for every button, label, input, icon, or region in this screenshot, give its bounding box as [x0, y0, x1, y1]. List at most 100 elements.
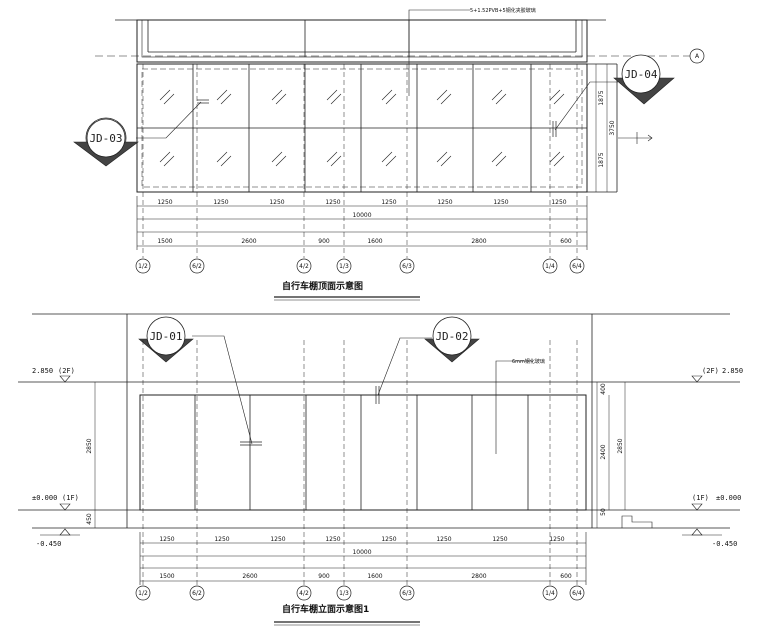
dim-text: 1250	[214, 536, 229, 543]
axis-label: 1/2	[138, 590, 148, 597]
glass-panel-dividers	[192, 64, 532, 192]
axis-bubble-label: A	[695, 53, 700, 60]
height-dim: 450	[86, 513, 93, 525]
dim-text: 1250	[436, 536, 451, 543]
callout-jd-02[interactable]: JD-02	[424, 316, 480, 363]
dim-text: 1250	[549, 536, 564, 543]
level-mid-right: ±0.000	[716, 494, 741, 502]
axis-label: 1/4	[545, 590, 555, 597]
axis-label: 1/2	[138, 263, 148, 270]
grid-dim-text: 900	[318, 238, 330, 245]
elevation-caption: 自行车棚立面示意图1	[282, 603, 369, 615]
axis-label: 6/3	[402, 590, 412, 597]
total-dim-text: 10000	[352, 549, 371, 556]
callout-label: JD-04	[624, 68, 657, 81]
note-leader	[408, 9, 470, 96]
grid-dim-text: 900	[318, 573, 330, 580]
level-top-right: 2.850	[722, 367, 743, 375]
callout-leader	[136, 101, 202, 139]
roof-axis-lines	[142, 64, 578, 258]
elevation-panel-dim-texts: 1250 1250 1250 1250 1250 1250 1250 1250 …	[159, 536, 572, 580]
side-dim: 3750	[609, 120, 616, 135]
callout-leader	[192, 335, 253, 445]
dim-text: 1250	[551, 199, 566, 206]
level-top-left: 2.850	[32, 367, 53, 375]
callout-label: JD-03	[89, 132, 122, 145]
axis-bubble-a: A	[689, 48, 705, 64]
glass-note: 5+1.52PVB+5钢化夹胶玻璃	[470, 7, 536, 14]
grid-dim-text: 2800	[471, 238, 486, 245]
dim-text: 1250	[213, 199, 228, 206]
elevation-axis-bubbles: 1/2 6/2 4/2 1/3 6/3 1/4 6/4	[135, 585, 585, 601]
callout-label: JD-02	[435, 330, 468, 343]
callout-label: JD-01	[149, 330, 182, 343]
callout-jd-01[interactable]: JD-01	[138, 316, 194, 363]
glass-hatch-marks	[159, 89, 565, 167]
axis-label: 6/4	[572, 590, 582, 597]
level-mid-left: ±0.000	[32, 494, 57, 502]
axis-label: 6/3	[402, 263, 412, 270]
callout-jd-03[interactable]: JD-03	[73, 117, 139, 167]
axis-label: 1/3	[339, 263, 349, 270]
dim-text: 1250	[493, 199, 508, 206]
height-dim: 50	[600, 508, 607, 516]
dim-text: 1250	[381, 199, 396, 206]
dim-text: 1250	[492, 536, 507, 543]
glass-note: 6mm钢化玻璃	[512, 358, 545, 365]
grid-dim-text: 1600	[367, 573, 382, 580]
axis-label: 1/3	[339, 590, 349, 597]
level-tag-top-left: (2F)	[58, 367, 75, 375]
height-dim: 2850	[86, 438, 93, 453]
roof-plan	[95, 9, 690, 193]
level-bot-left: -0.450	[36, 540, 61, 548]
side-dim: 1875	[598, 90, 605, 105]
dim-text: 1250	[437, 199, 452, 206]
callout-leader	[554, 81, 618, 131]
dim-text: 1250	[270, 536, 285, 543]
height-dim: 400	[600, 383, 607, 395]
height-dim: 2850	[617, 438, 624, 453]
level-markers: 2.850 (2F) (2F) 2.850 ±0.000 (1F) (1F) ±…	[32, 367, 743, 548]
grid-dim-text: 2600	[242, 573, 257, 580]
dim-text: 1250	[159, 536, 174, 543]
grid-dim-text: 1500	[159, 573, 174, 580]
grid-dim-text: 2800	[471, 573, 486, 580]
level-tag-top-right: (2F)	[702, 367, 719, 375]
level-bot-right: -0.450	[712, 540, 737, 548]
step-profile	[621, 515, 653, 528]
axis-label: 6/2	[192, 263, 202, 270]
elevation-panel-dividers	[194, 395, 529, 510]
elevation-dimensions	[139, 532, 587, 585]
note-leader	[495, 360, 532, 454]
slope-arrow	[618, 134, 653, 142]
grid-dim-text: 2600	[241, 238, 256, 245]
side-dim: 1875	[598, 152, 605, 167]
dim-text: 1250	[157, 199, 172, 206]
dim-text: 1250	[325, 536, 340, 543]
elevation-height-dims: 2850 450 400 2400 2850 50	[86, 383, 624, 525]
callout-jd-04[interactable]: JD-04	[613, 54, 675, 105]
axis-label: 6/2	[192, 590, 202, 597]
dim-text: 1250	[381, 536, 396, 543]
roof-dimensions	[136, 196, 588, 250]
dim-text: 1250	[325, 199, 340, 206]
level-tag-mid-left: (1F)	[62, 494, 79, 502]
grid-dim-text: 600	[560, 238, 572, 245]
elevation-axis-lines	[142, 340, 578, 586]
total-dim-text: 10000	[352, 212, 371, 219]
dim-text: 1250	[269, 199, 284, 206]
roof-side-dims: 1875 3750 1875	[598, 90, 616, 167]
elevation	[18, 313, 740, 529]
roof-panel-dim-texts: 1250 1250 1250 1250 1250 1250 1250 1250 …	[157, 199, 572, 245]
roof-axis-bubbles: 1/2 6/2 4/2 1/3 6/3 1/4 6/4	[135, 258, 585, 274]
grid-dim-text: 600	[560, 573, 572, 580]
axis-label: 6/4	[572, 263, 582, 270]
axis-label: 4/2	[299, 263, 309, 270]
level-tag-mid-right: (1F)	[692, 494, 709, 502]
grid-dim-text: 1600	[367, 238, 382, 245]
axis-label: 1/4	[545, 263, 555, 270]
grid-dim-text: 1500	[157, 238, 172, 245]
roof-plan-caption: 自行车棚顶面示意图	[282, 280, 363, 292]
height-dim: 2400	[600, 444, 607, 459]
